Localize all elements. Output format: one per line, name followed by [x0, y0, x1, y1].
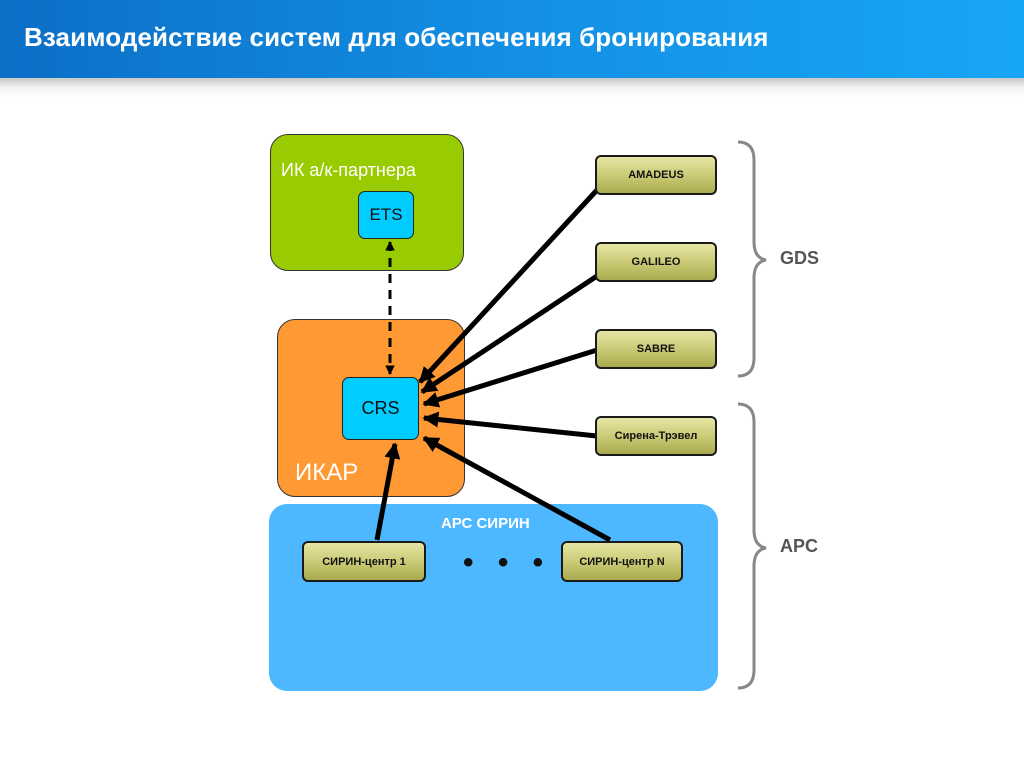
node-sirin-center-n: СИРИН-центр N	[561, 541, 683, 582]
link-galileo-crs	[420, 273, 599, 395]
gds-group-label: GDS	[780, 248, 820, 268]
arc-zone	[269, 504, 718, 691]
ets-system: ETS	[358, 191, 414, 239]
crs-system: CRS	[342, 377, 419, 440]
link-sirin1-crs	[374, 442, 401, 541]
link-sirinN-crs	[422, 435, 612, 543]
gds-brace	[737, 140, 767, 378]
ellipsis-more-centers: • • •	[463, 546, 552, 579]
header-bar: Взаимодействие систем для обеспечения бр…	[0, 0, 1024, 78]
link-sirena-crs	[422, 411, 598, 439]
node-sirena-travel: Сирена-Трэвел	[595, 416, 717, 456]
link-amadeus-crs	[418, 188, 599, 384]
header-shadow	[0, 78, 1024, 98]
apc-group-label: APC	[780, 536, 819, 556]
node-sirin-center-1: СИРИН-центр 1	[302, 541, 426, 582]
link-sabre-crs	[422, 347, 598, 408]
node-amadeus: AMADEUS	[595, 155, 717, 195]
arc-zone-label: АРС СИРИН	[441, 515, 530, 532]
partner-zone-label: ИК а/к-партнера	[281, 160, 416, 180]
node-galileo: GALILEO	[595, 242, 717, 282]
ikar-zone-label: ИКАР	[295, 459, 359, 486]
node-sabre: SABRE	[595, 329, 717, 369]
apc-brace	[737, 402, 767, 690]
page-title: Взаимодействие систем для обеспечения бр…	[24, 22, 769, 52]
